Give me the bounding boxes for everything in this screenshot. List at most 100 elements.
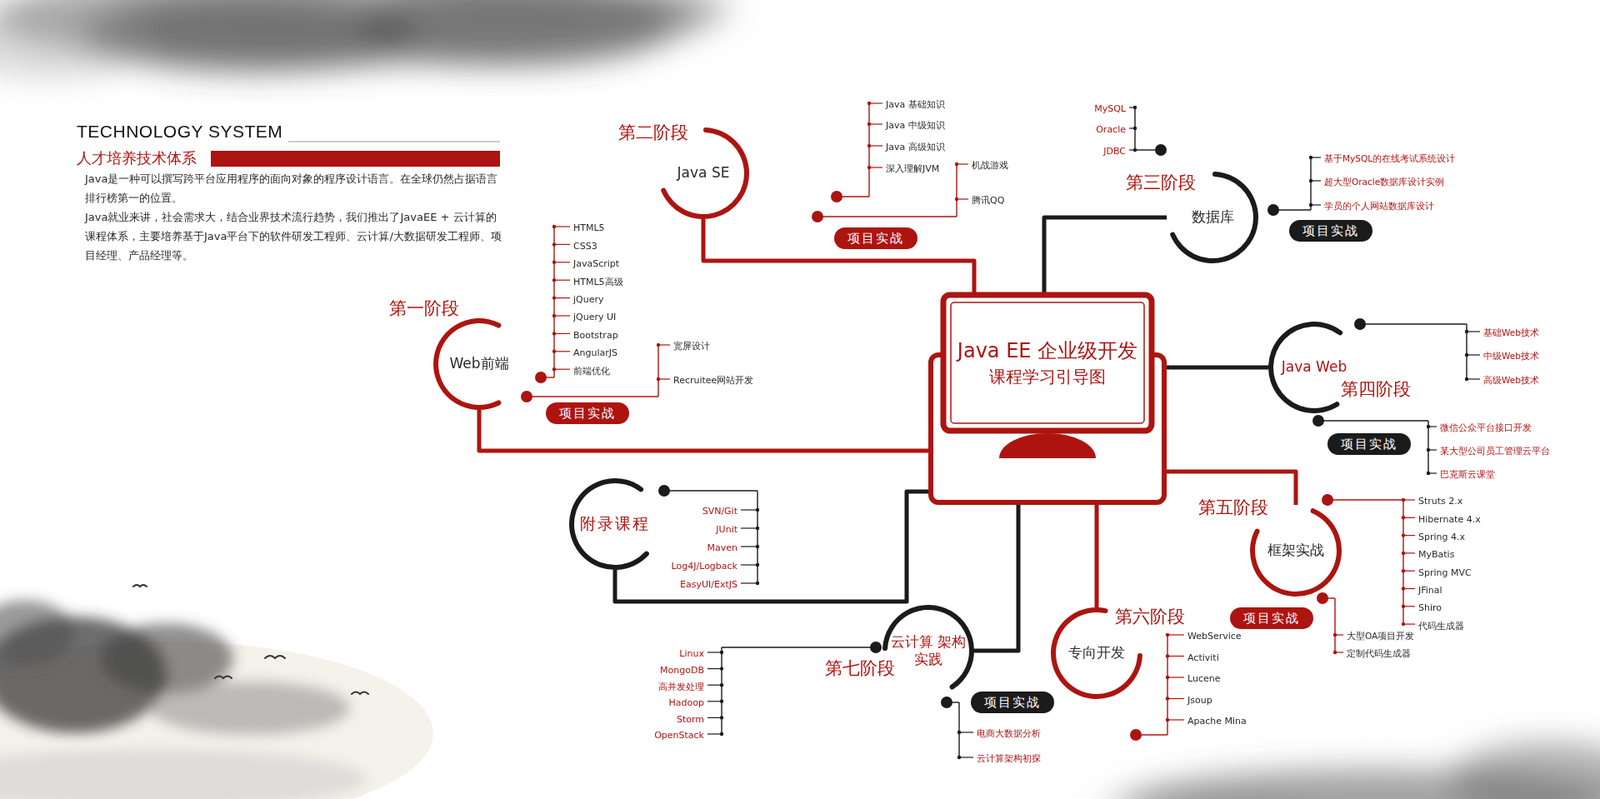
course-item: 高并发处理: [658, 681, 705, 693]
label-box: 大型OA项目开发: [1346, 626, 1415, 643]
stage-circle: 第四阶段Java Web: [1268, 321, 1360, 414]
stage-name-box: 附录课程: [569, 478, 661, 570]
leader-tick: [554, 225, 570, 227]
leader-dot: [656, 343, 660, 347]
leader-dot: [867, 122, 871, 126]
leader-tree: [1129, 105, 1167, 156]
course-item: 基于MySQL的在线考试系统设计: [1324, 153, 1455, 164]
stage-circle: 附录课程: [569, 478, 661, 570]
leader-tick: [869, 123, 883, 125]
leader-dot: [720, 683, 724, 687]
course-item: HTML5高级: [573, 276, 624, 288]
label-box: 机战游戏: [971, 155, 1009, 172]
bird: [215, 676, 232, 680]
stage-name: 数据库: [1170, 208, 1255, 226]
tree-root-dot: [940, 696, 953, 709]
intro-paragraph: Java是一种可以撰写跨平台应用程序的面向对象的程序设计语言。在全球仍然占据语言…: [85, 172, 498, 205]
bird: [351, 692, 369, 695]
label-box: WebService: [1187, 626, 1242, 643]
leader-dot: [1426, 448, 1430, 452]
leader-tick: [707, 700, 722, 702]
leader-dot: [720, 732, 724, 736]
leader-tree: [811, 162, 969, 223]
course-item: Spring 4.x: [1418, 531, 1465, 543]
title-text: TECHNOLOGY SYSTEM: [76, 121, 283, 141]
course-item: JDBC: [1103, 145, 1126, 157]
stage-circle: 第五阶段框架实战: [1250, 505, 1342, 597]
course-item: JFinal: [1418, 585, 1443, 596]
leader-dot: [1309, 203, 1313, 207]
course-item: JavaScript: [573, 258, 620, 270]
leader-tick: [554, 315, 570, 316]
course-item: 基础Web技术: [1483, 327, 1540, 338]
leader-tree: [940, 696, 974, 760]
leader-tree: [1354, 318, 1480, 381]
course-item: Oracle: [1095, 124, 1126, 135]
badge-text: 项目实战: [1243, 610, 1300, 626]
stage-name: 云计算 架构实践: [886, 633, 970, 670]
leader-tick: [740, 509, 758, 510]
label-box: Lucene: [1187, 669, 1220, 685]
leader-tick: [707, 685, 722, 686]
leader-dot: [1401, 515, 1405, 520]
badge-text: 项目实战: [984, 695, 1041, 710]
label-box: Spring 4.x: [1418, 527, 1465, 544]
leader-dot: [755, 563, 760, 567]
connector: [615, 491, 929, 602]
label-box: 宽屏设计: [673, 336, 710, 353]
course-item: MongoDB: [660, 665, 705, 676]
leader-dot: [552, 350, 556, 354]
leader-dot: [955, 197, 959, 201]
leader-tree: [707, 641, 882, 736]
leader-tick: [959, 731, 974, 733]
leader-tree: [535, 225, 570, 384]
label-box: jQuery: [573, 290, 605, 306]
label-box: 高级Web技术: [1483, 370, 1540, 387]
label-box: Recruitee网站开发: [673, 370, 754, 387]
leader-line: [868, 103, 870, 197]
leader-dot: [955, 162, 959, 166]
label-box: 深入理解JVM: [885, 159, 940, 175]
badge-text: 项目实战: [1302, 223, 1360, 239]
course-item: Shiro: [1418, 602, 1442, 614]
leader-dot: [1401, 569, 1405, 573]
label-box: 巴克斯云课堂: [1440, 465, 1495, 481]
course-item: Hadoop: [669, 697, 705, 709]
course-item: Spring MVC: [1418, 567, 1472, 579]
leader-line: [664, 490, 758, 491]
leader-tick: [554, 350, 570, 352]
course-item: MySQL: [1094, 103, 1126, 115]
course-item: Storm: [676, 714, 705, 725]
leader-dot: [552, 242, 556, 246]
stage-arc: [882, 605, 975, 690]
connector: [974, 505, 1019, 651]
leader-tree: [1316, 592, 1344, 655]
course-item: 巴克斯云课堂: [1440, 469, 1495, 480]
ink-hill: [0, 600, 75, 667]
course-item: WebService: [1187, 630, 1242, 642]
tree-root-dot: [535, 371, 547, 384]
course-item: Log4J/Logback: [671, 560, 738, 572]
label-box: OpenStack: [654, 725, 705, 742]
label-box: Java 中级知识: [885, 115, 945, 132]
ink-landscape: [0, 600, 367, 799]
label-box: HTML5: [573, 218, 605, 235]
title-block: TECHNOLOGY SYSTEM: [76, 121, 283, 141]
leader-tree: [830, 101, 883, 203]
leader-line: [1360, 323, 1467, 325]
leader-tick: [1466, 354, 1480, 355]
label-box: Activiti: [1187, 648, 1220, 665]
leader-dot: [1133, 148, 1137, 152]
leader-dot: [1165, 696, 1170, 700]
label-box: 基于MySQL的在线考试系统设计: [1324, 149, 1455, 165]
leader-dot: [1309, 155, 1313, 160]
stage-circle: 第六阶段专向开发: [1050, 607, 1143, 700]
label-box: SVN/Git: [702, 501, 738, 518]
label-box: JUnit: [715, 520, 738, 536]
course-item: EasyUI/ExtJS: [680, 579, 738, 590]
project-badge: 项目实战: [1289, 220, 1373, 242]
monitor-title: 课程学习引导图: [989, 365, 1106, 389]
leader-line: [553, 226, 555, 378]
label-box: Linux: [679, 644, 705, 660]
course-item: Recruitee网站开发: [673, 375, 754, 386]
